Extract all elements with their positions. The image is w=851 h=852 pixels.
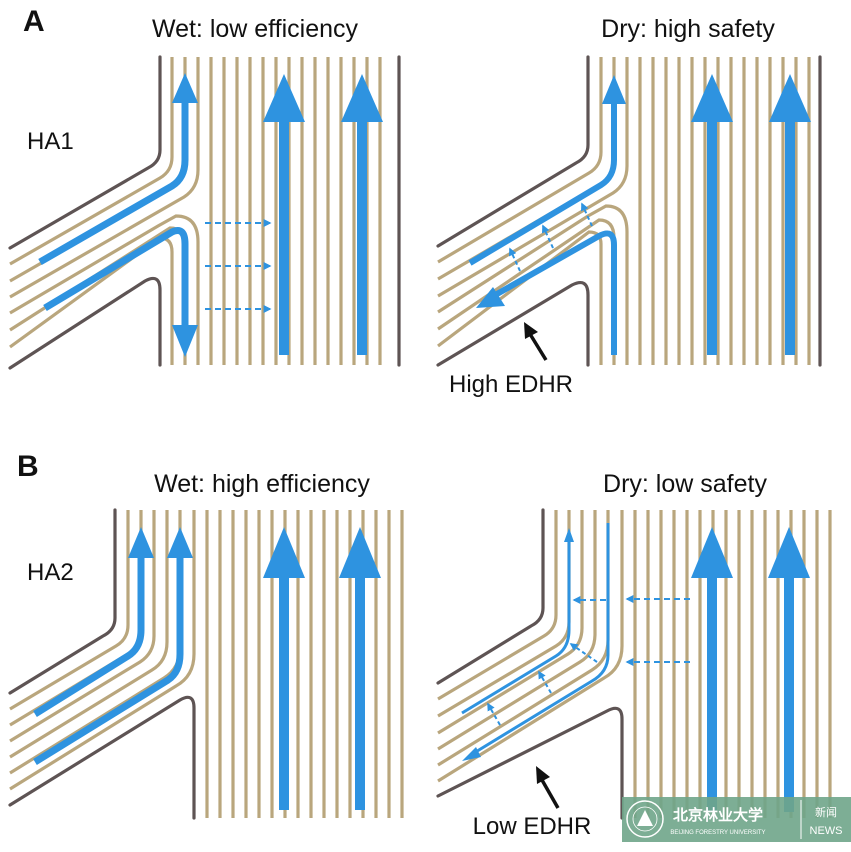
b-dry-crossflow-dashes	[487, 643, 598, 726]
a-wet-branch-conduits	[9, 57, 200, 365]
b-dry-walls	[436, 508, 624, 820]
b-wet-schematic	[8, 508, 404, 820]
watermark-news-en: NEWS	[810, 825, 843, 837]
b-wet-stem-conduits	[205, 510, 404, 818]
dry-title-a: Dry: high safety	[601, 15, 775, 43]
university-seal-icon	[626, 800, 664, 838]
a-wet-stem-conduits	[209, 57, 382, 365]
b-dry-lateral-flow-dashes	[572, 595, 690, 666]
a-dry-annotation-arrow	[524, 322, 548, 361]
a-wet-flow	[38, 73, 383, 357]
university-watermark: 北京林业大学 BEIJING FORESTRY UNIVERSITY 新闻 NE…	[622, 797, 851, 842]
dry-title-b: Dry: low safety	[603, 470, 767, 498]
a-dry-annotation-label: High EDHR	[449, 371, 573, 398]
panel-letter-b: B	[17, 450, 39, 483]
b-dry-annotation-arrow	[536, 766, 560, 809]
b-dry-schematic: Low EDHR	[436, 508, 832, 840]
a-dry-walls	[436, 55, 822, 367]
a-dry-flow	[468, 74, 811, 355]
wet-title-a: Wet: low efficiency	[152, 15, 359, 43]
side-label-ha2: HA2	[27, 559, 74, 586]
wet-title-b: Wet: high efficiency	[154, 470, 370, 498]
watermark-news-zh: 新闻	[815, 805, 837, 819]
b-wet-walls	[8, 508, 196, 820]
b-dry-annotation-label: Low EDHR	[473, 813, 592, 840]
side-label-ha1: HA1	[27, 128, 74, 155]
a-wet-walls	[8, 55, 401, 370]
a-dry-branch-conduits	[437, 57, 629, 365]
a-wet-lateral-flow-dashes	[205, 219, 272, 313]
panel-b: B HA2 Wet: high efficiency Dry: low safe…	[8, 450, 832, 840]
a-dry-stem-conduits	[638, 57, 811, 365]
b-dry-branch-conduits	[437, 510, 624, 783]
panel-letter-a: A	[23, 5, 45, 38]
panel-a: A HA1 Wet: low efficiency Dry: high safe…	[8, 5, 822, 398]
b-dry-flow	[461, 523, 810, 812]
watermark-chinese: 北京林业大学	[673, 806, 763, 824]
a-dry-schematic: High EDHR	[436, 55, 822, 398]
a-wet-schematic	[8, 55, 401, 370]
b-wet-flow	[33, 527, 381, 810]
watermark-english: BEIJING FORESTRY UNIVERSITY	[670, 830, 765, 836]
